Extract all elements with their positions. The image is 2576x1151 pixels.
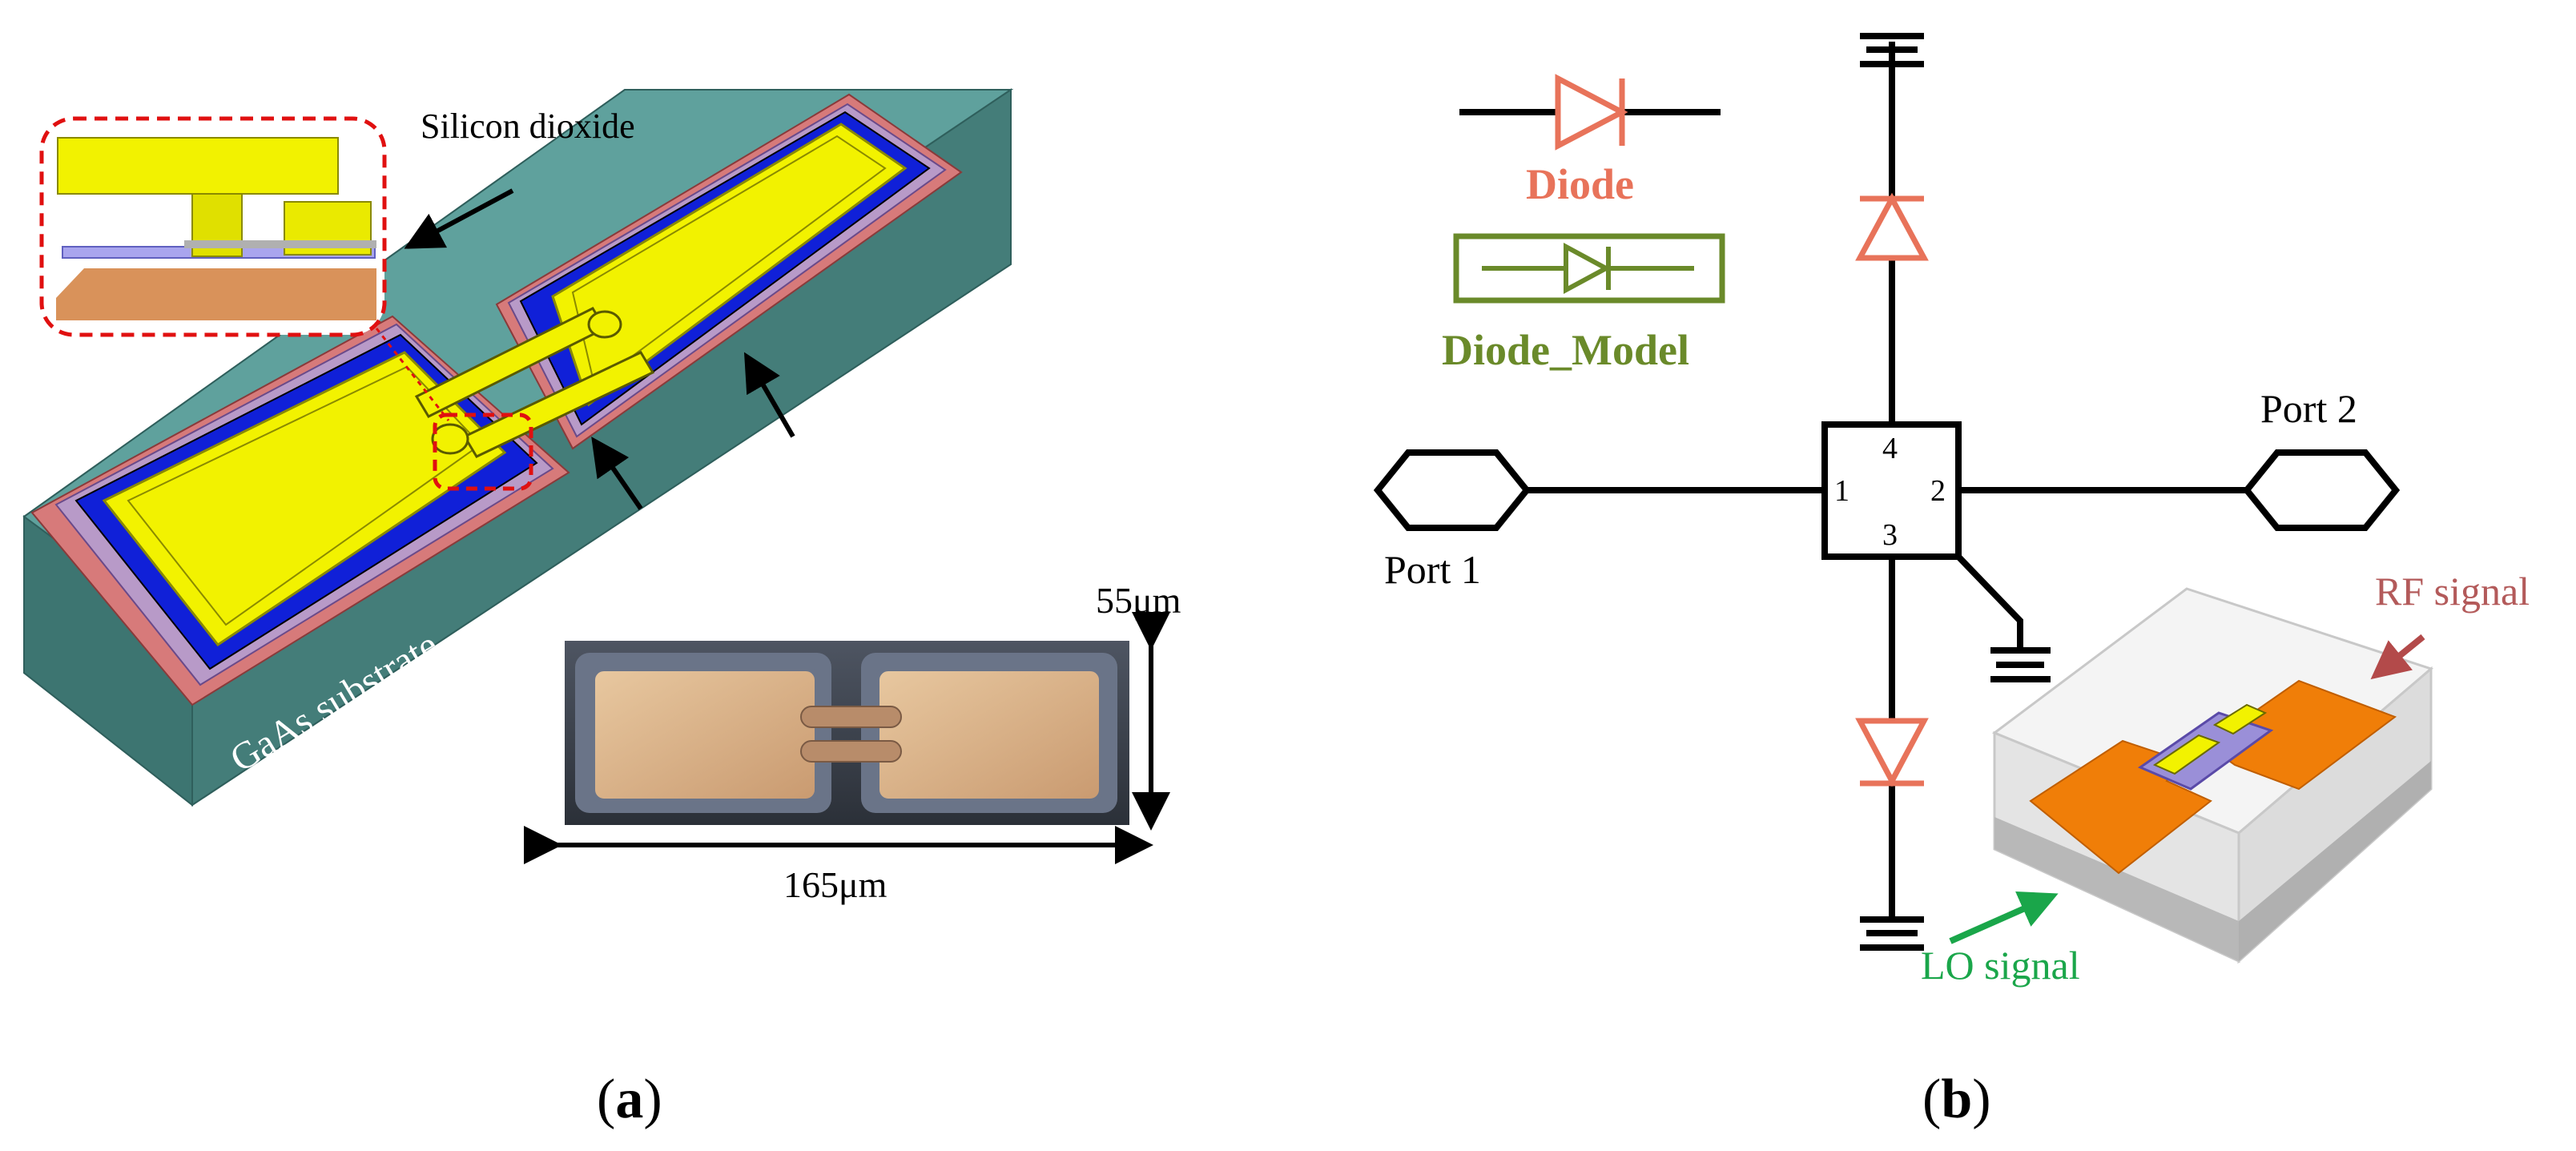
- lo-signal-arrow: [1949, 891, 2059, 944]
- legend-diode-model-label: Diode_Model: [1442, 326, 1689, 374]
- anode-highlight-box: [433, 413, 533, 491]
- mounted-chip-render: [1991, 587, 2434, 964]
- pin-1-label: 1: [1834, 474, 1849, 508]
- inset-cross-section: [39, 116, 387, 337]
- finger-arrow: [591, 437, 643, 510]
- port1-label: Port 1: [1384, 547, 1481, 592]
- zoom-connector-line: [375, 328, 450, 421]
- legend-diode-label: Diode: [1526, 160, 1634, 208]
- silicon-dioxide-arrow: [404, 188, 514, 249]
- height-dimension-label: 55μm: [1096, 580, 1181, 621]
- four-port-block: 4 1 2 3: [1821, 421, 1962, 560]
- panel-a: Silicon dioxide Pad Finger GaAs substrat…: [22, 88, 1181, 1130]
- legend-diode-model-symbol: [1453, 233, 1725, 304]
- rf-signal-arrow: [2370, 634, 2425, 680]
- lo-signal-label: LO signal: [1921, 943, 2080, 988]
- pin-2-label: 2: [1930, 474, 1946, 508]
- right-pad-stack: [495, 93, 963, 450]
- pin-4-label: 4: [1882, 432, 1898, 465]
- finger-air-bridges: [414, 307, 655, 458]
- port2-terminal: [2242, 449, 2401, 531]
- rf-signal-label: RF signal: [2375, 569, 2530, 614]
- port2-label: Port 2: [2260, 386, 2357, 431]
- chip-micrograph: [565, 641, 1129, 825]
- bottom-branch: [1855, 557, 1929, 951]
- silicon-dioxide-label: Silicon dioxide: [421, 107, 635, 146]
- legend-diode-symbol: [1459, 74, 1721, 151]
- top-branch: [1855, 33, 1929, 425]
- pin-3-label: 3: [1882, 518, 1898, 552]
- caption-a: (a): [597, 1068, 662, 1130]
- panel-b: Diode Diode_Model: [1373, 33, 2530, 1130]
- width-dimension-label: 165μm: [783, 864, 888, 905]
- pad-label: Pad: [776, 431, 847, 497]
- pad-arrow: [743, 352, 795, 438]
- corner-ground: [1956, 554, 2051, 682]
- port1-terminal: [1373, 449, 1532, 531]
- caption-b: (b): [1922, 1068, 1991, 1130]
